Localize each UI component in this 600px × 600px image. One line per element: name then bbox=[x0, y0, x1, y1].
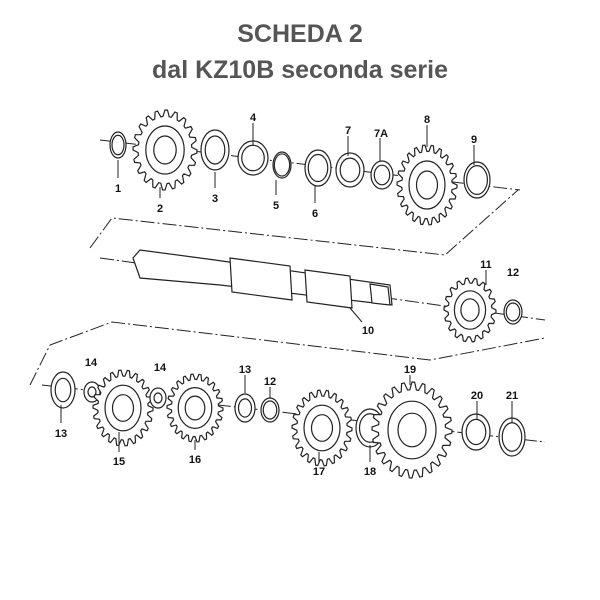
gear-8 bbox=[396, 144, 458, 226]
needle-bearing bbox=[461, 413, 491, 451]
part-label-18: 18 bbox=[364, 466, 376, 478]
part-label-13: 13 bbox=[55, 428, 67, 440]
thrust-washer bbox=[463, 161, 491, 199]
part-label-20: 20 bbox=[471, 390, 483, 402]
part-label-4: 4 bbox=[250, 112, 257, 124]
bushing-half bbox=[149, 387, 167, 409]
circlip bbox=[503, 299, 523, 325]
part-label-11: 11 bbox=[480, 259, 492, 271]
thrust-washer bbox=[498, 417, 526, 457]
part-label-14: 14 bbox=[85, 357, 98, 369]
circlip bbox=[260, 397, 280, 423]
bushing bbox=[200, 129, 230, 171]
gear-16 bbox=[166, 373, 224, 443]
boundary-line-top bbox=[89, 189, 519, 256]
gear-19 bbox=[371, 381, 453, 479]
part-label-15: 15 bbox=[113, 456, 125, 468]
leader-lines bbox=[60, 123, 513, 462]
part-label-9: 9 bbox=[471, 134, 477, 146]
part-label-7: 7 bbox=[345, 125, 351, 137]
gear-17 bbox=[291, 389, 353, 467]
circlip bbox=[109, 131, 127, 159]
splined-washer bbox=[50, 371, 76, 409]
part-label-12: 12 bbox=[507, 267, 519, 279]
part-label-12: 12 bbox=[264, 376, 276, 388]
part-label-8: 8 bbox=[424, 114, 430, 126]
part-label-21: 21 bbox=[506, 390, 518, 402]
splined-washer bbox=[234, 393, 256, 423]
gear-11 bbox=[443, 277, 497, 343]
needle-bearing bbox=[335, 152, 365, 188]
part-label-14: 14 bbox=[154, 362, 167, 374]
page-subtitle: dal KZ10B seconda serie bbox=[152, 56, 448, 84]
page-title: SCHEDA 2 bbox=[237, 20, 363, 48]
part-label-7a: 7A bbox=[374, 128, 388, 140]
main-shaft bbox=[132, 249, 393, 309]
bearing-sleeve bbox=[237, 140, 269, 176]
part-label-6: 6 bbox=[312, 208, 318, 220]
boundary-line-bottom bbox=[29, 321, 546, 386]
part-label-3: 3 bbox=[212, 193, 218, 205]
o-ring bbox=[272, 151, 292, 179]
part-label-16: 16 bbox=[189, 454, 201, 466]
gear-15 bbox=[92, 369, 154, 447]
part-label-19: 19 bbox=[404, 364, 416, 376]
part-label-10: 10 bbox=[362, 325, 374, 337]
part-label-13: 13 bbox=[239, 364, 251, 376]
part-label-1: 1 bbox=[115, 183, 121, 195]
spacer-bushing bbox=[370, 160, 394, 190]
part-label-2: 2 bbox=[157, 203, 163, 215]
part-label-17: 17 bbox=[313, 466, 325, 478]
washer bbox=[304, 149, 332, 187]
part-label-5: 5 bbox=[273, 200, 279, 212]
sprocket-gear bbox=[132, 109, 198, 191]
